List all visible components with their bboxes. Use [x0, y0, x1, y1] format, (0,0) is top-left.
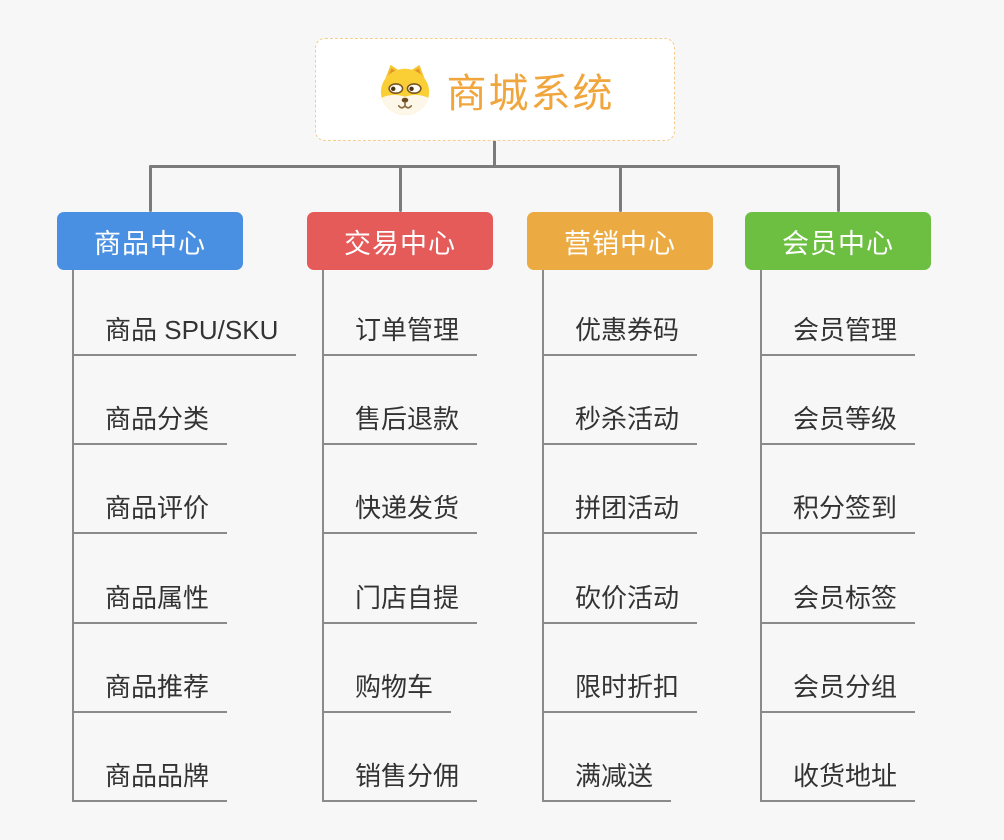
subtopic-member-2[interactable]: 积分签到: [760, 488, 916, 534]
subtopic-trade-2[interactable]: 快递发货: [322, 488, 478, 534]
subtopic-marketing-0[interactable]: 优惠券码: [542, 310, 698, 356]
branch-trunk-line: [760, 270, 762, 802]
subtopic-trade-0[interactable]: 订单管理: [322, 310, 478, 356]
connector-horizontal-line: [149, 165, 840, 168]
subtopic-product-3[interactable]: 商品属性: [72, 578, 228, 624]
connector-stem-member: [837, 165, 840, 212]
branch-trunk-line: [542, 270, 544, 802]
branch-topic-trade[interactable]: 交易中心: [307, 212, 493, 270]
branch-marketing-center: 营销中心 优惠券码 秒杀活动 拼团活动 砍价活动 限时折扣 满减送: [527, 212, 777, 802]
branch-member-center: 会员中心 会员管理 会员等级 积分签到 会员标签 会员分组 收货地址: [745, 212, 995, 802]
subtopic-member-0[interactable]: 会员管理: [760, 310, 916, 356]
subtopic-product-1[interactable]: 商品分类: [72, 399, 228, 445]
branch-trade-center: 交易中心 订单管理 售后退款 快递发货 门店自提 购物车 销售分佣: [307, 212, 557, 802]
subtopic-marketing-3[interactable]: 砍价活动: [542, 578, 698, 624]
subtopic-member-5[interactable]: 收货地址: [760, 756, 916, 802]
subtopic-marketing-1[interactable]: 秒杀活动: [542, 399, 698, 445]
subtopic-trade-1[interactable]: 售后退款: [322, 399, 478, 445]
branch-product-center: 商品中心 商品 SPU/SKU 商品分类 商品评价 商品属性 商品推荐 商品品牌: [57, 212, 307, 802]
branch-topic-product[interactable]: 商品中心: [57, 212, 243, 270]
subtopic-product-5[interactable]: 商品品牌: [72, 756, 228, 802]
subtopic-member-3[interactable]: 会员标签: [760, 578, 916, 624]
branch-trunk-line: [322, 270, 324, 802]
shiba-dog-icon: [380, 64, 429, 115]
subtopic-member-4[interactable]: 会员分组: [760, 667, 916, 713]
subtopic-trade-5[interactable]: 销售分佣: [322, 756, 478, 802]
branch-topic-marketing[interactable]: 营销中心: [527, 212, 713, 270]
root-topic[interactable]: 商城系统: [315, 38, 675, 141]
subtopic-marketing-4[interactable]: 限时折扣: [542, 667, 698, 713]
subtopic-product-0[interactable]: 商品 SPU/SKU: [72, 310, 297, 356]
subtopic-trade-3[interactable]: 门店自提: [322, 578, 478, 624]
connector-stem-marketing: [619, 165, 622, 212]
root-topic-title: 商城系统: [446, 71, 615, 116]
subtopic-product-2[interactable]: 商品评价: [72, 488, 228, 534]
branch-topic-member[interactable]: 会员中心: [745, 212, 931, 270]
subtopic-trade-4[interactable]: 购物车: [322, 667, 452, 713]
subtopic-product-4[interactable]: 商品推荐: [72, 667, 228, 713]
connector-root-stem: [493, 140, 496, 167]
connector-stem-trade: [399, 165, 402, 212]
subtopic-member-1[interactable]: 会员等级: [760, 399, 916, 445]
subtopic-marketing-2[interactable]: 拼团活动: [542, 488, 698, 534]
subtopic-marketing-5[interactable]: 满减送: [542, 756, 672, 802]
connector-stem-product: [149, 165, 152, 212]
branch-trunk-line: [72, 270, 74, 802]
